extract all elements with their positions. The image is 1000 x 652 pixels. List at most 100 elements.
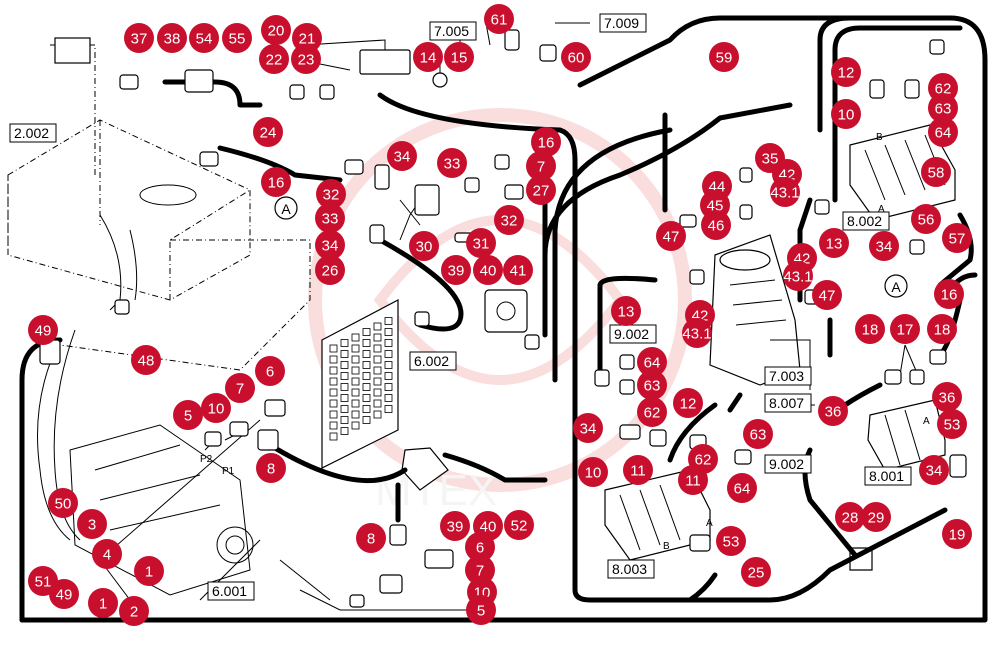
callout-c31: 31: [466, 228, 496, 258]
callout-number: 56: [918, 212, 935, 229]
cooler-fin: [340, 405, 349, 413]
port-label: B: [663, 541, 670, 552]
port-text: B: [663, 541, 670, 552]
cooler-fin: [373, 322, 382, 331]
callout-c19: 19: [942, 519, 972, 549]
callout-number: 61: [491, 12, 508, 29]
reference-text: 8.001: [869, 468, 904, 484]
callout-c12a: 12: [831, 57, 861, 87]
callout-c10d: 10: [578, 457, 608, 487]
callout-c36b: 36: [932, 382, 962, 412]
callout-number: 10: [208, 401, 225, 418]
callout-number: 10: [838, 107, 855, 124]
callout-number: 11: [685, 473, 701, 490]
cooler-fin: [351, 333, 360, 342]
callout-c7c: 7: [465, 555, 495, 585]
cooler-fin: [340, 350, 349, 358]
callout-number: 64: [935, 125, 952, 142]
cooler-fin: [340, 361, 349, 369]
callout-c63c: 63: [743, 419, 773, 449]
callout-number: 11: [630, 463, 646, 480]
callout-c52: 52: [504, 510, 534, 540]
callout-c5b: 5: [466, 595, 496, 625]
cooler-fin: [362, 405, 371, 413]
cooler-fin: [351, 410, 360, 419]
callout-number: 8: [367, 531, 375, 548]
port-text: P1: [222, 466, 235, 477]
callout-number: 53: [723, 534, 740, 551]
callout-number: 54: [196, 31, 213, 48]
hydraulic-pump: [69, 424, 254, 596]
connector-text: A: [891, 279, 901, 295]
callout-number: 8: [267, 461, 275, 478]
callout-number: 24: [260, 125, 277, 142]
callout-number: 34: [926, 463, 943, 480]
cooler-fin: [384, 328, 393, 336]
callout-number: 18: [934, 322, 951, 339]
callout-c12b: 12: [673, 388, 703, 418]
cooler-fin: [329, 410, 338, 419]
cooler-fin: [351, 421, 360, 430]
callout-number: 63: [750, 427, 767, 444]
reference-text: 8.003: [612, 561, 647, 577]
cooler-fin: [329, 388, 338, 397]
callout-c22: 22: [259, 44, 289, 74]
cooler-fin: [340, 372, 349, 380]
reference-text: 7.009: [604, 15, 639, 31]
callout-number: 6: [266, 364, 274, 381]
reference-text: 9.002: [769, 456, 804, 472]
callout-number: 38: [164, 31, 181, 48]
reference-text: 7.003: [769, 368, 804, 384]
callout-c41: 41: [503, 255, 533, 285]
callout-c33a: 33: [315, 203, 345, 233]
reference-text: 2.002: [14, 125, 49, 141]
cooler-fin: [329, 421, 338, 430]
callout-c63a: 63: [928, 93, 958, 123]
port-label: B: [876, 132, 883, 143]
callout-c32a: 32: [316, 179, 346, 209]
callout-c28: 28: [835, 502, 865, 532]
cooler-fin: [362, 339, 371, 347]
reference-text: 8.007: [769, 395, 804, 411]
callout-c64b: 64: [637, 347, 667, 377]
reference-label: 8.002: [842, 211, 890, 231]
callout-c15: 15: [444, 42, 474, 72]
callout-c34e: 34: [919, 455, 949, 485]
reference-text: 6.002: [414, 353, 449, 369]
callout-number: 6: [476, 540, 484, 557]
callout-c32b: 32: [494, 205, 524, 235]
callout-number: 49: [56, 587, 73, 604]
callout-c17: 17: [890, 314, 920, 344]
callout-number: 15: [451, 50, 468, 67]
callout-c7a: 7: [526, 151, 556, 181]
callout-number: 51: [35, 574, 52, 591]
callout-number: 59: [716, 50, 733, 67]
callout-c33b: 33: [437, 148, 467, 178]
callout-c37: 37: [124, 23, 154, 53]
reference-text: 9.002: [614, 326, 649, 342]
callout-number: 34: [322, 238, 339, 255]
callout-number: 12: [680, 396, 697, 413]
cooler-fin: [384, 383, 393, 391]
callout-number: 1: [99, 596, 107, 613]
callout-number: 62: [644, 405, 661, 422]
callout-number: 47: [663, 229, 680, 246]
callout-number: 14: [420, 50, 437, 67]
callout-c39b: 39: [440, 511, 470, 541]
callout-number: 3: [88, 517, 96, 534]
callout-number: 43.1: [682, 326, 711, 343]
callout-number: 27: [533, 183, 550, 200]
cooler-fin: [384, 317, 393, 325]
port-label: A: [706, 518, 713, 529]
cooler-fin: [351, 355, 360, 364]
callout-number: 2: [130, 604, 138, 621]
callout-c50: 50: [48, 488, 78, 518]
callout-number: 1: [145, 564, 153, 581]
callout-c3: 3: [77, 509, 107, 539]
callout-c8a: 8: [256, 453, 286, 483]
reference-label: 8.007: [764, 393, 812, 413]
callout-number: 43.1: [770, 185, 799, 202]
cooler-fin: [340, 339, 349, 347]
callout-number: 37: [131, 31, 148, 48]
